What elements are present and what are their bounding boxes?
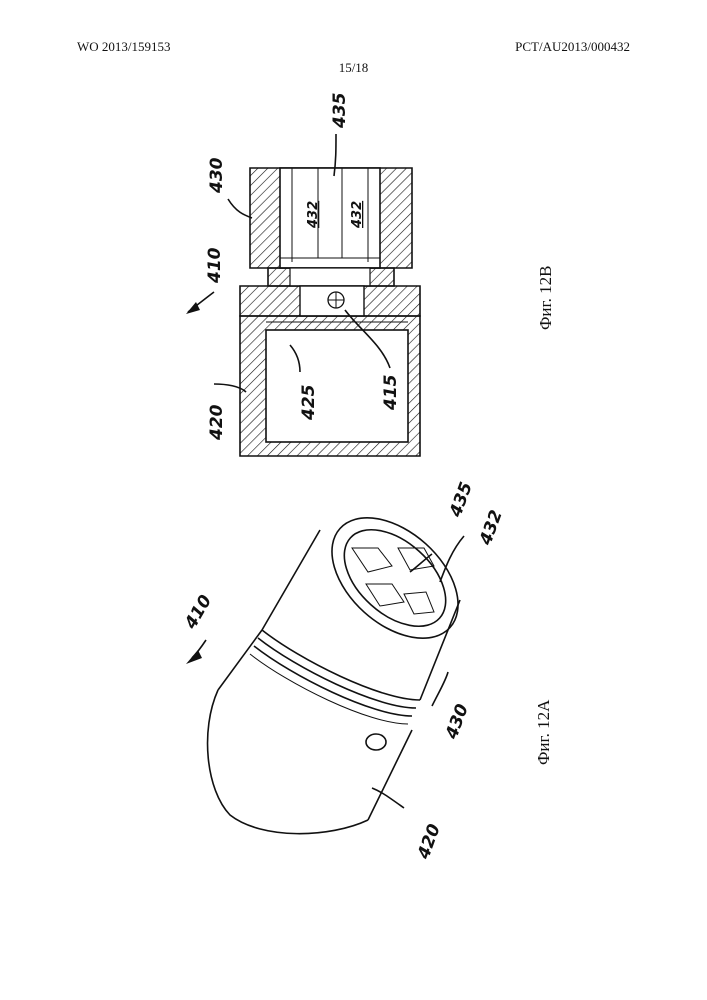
fig-12a-caption: Фиг. 12A [534, 699, 553, 765]
fig-12a-perspective [186, 494, 481, 833]
fig-12b-label-410: 410 [205, 247, 225, 284]
fig-12b-label-420: 420 [207, 404, 227, 441]
drive-end-bore [280, 168, 380, 268]
fig-12a-label-435: 435 [446, 480, 477, 521]
fig-12a-label-432: 432 [476, 508, 507, 549]
fig-12a-label-420: 420 [414, 821, 445, 862]
fig-12b-label-430: 430 [207, 157, 227, 194]
fig-12a-label-430: 430 [442, 701, 473, 742]
fig-12b-caption: Фиг. 12B [536, 266, 555, 330]
fig-12b-label-432-upper: 432 [306, 201, 321, 229]
fig-12b-label-415: 415 [381, 375, 401, 412]
fig-12b-label-425: 425 [299, 385, 319, 422]
fig-12b-label-435: 435 [330, 93, 350, 130]
fig-12b-label-432-lower: 432 [350, 201, 365, 229]
fig-12a-label-410: 410 [181, 592, 217, 634]
